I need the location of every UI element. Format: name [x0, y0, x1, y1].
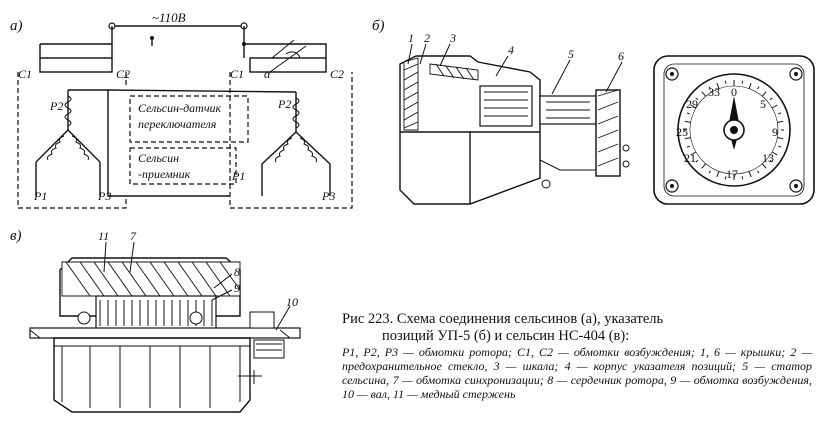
- callout-4: 4: [508, 43, 514, 57]
- dial-tick: [686, 145, 691, 148]
- dial-number-17: 17: [726, 167, 738, 181]
- dial-tick: [701, 91, 707, 97]
- callout-7: 7: [130, 229, 137, 243]
- panel-b-indicator: б) 1 2 3 4 5: [372, 18, 815, 205]
- receiver-label-line2: -приемник: [138, 167, 191, 181]
- dial-tick: [695, 159, 699, 163]
- dial-tick: [724, 80, 727, 84]
- dial-tick: [716, 171, 720, 178]
- dial-tick: [686, 112, 691, 115]
- dial-number-5: 5: [760, 97, 766, 111]
- dial-tick: [761, 163, 767, 169]
- dial-tick: [708, 86, 711, 90]
- dial-number-25: 25: [676, 125, 688, 139]
- dial-number-29: 29: [686, 97, 698, 111]
- dial-tick: [741, 80, 744, 84]
- panel-v-label: в): [10, 228, 22, 244]
- caption-title-line1: Рис 223. Схема соединения сельсинов (а),…: [342, 311, 664, 327]
- dial-tick: [708, 170, 711, 174]
- c2-left-label: С2: [116, 67, 130, 81]
- caption-title: Рис 223. Схема соединения сельсинов (а),…: [342, 311, 812, 345]
- dial-tick: [769, 97, 773, 101]
- p1-left-label: Р1: [33, 189, 47, 203]
- sender-label-line1: Сельсин-датчик: [138, 101, 222, 115]
- voltage-label: ~110В: [152, 10, 186, 25]
- dial-tick: [748, 82, 752, 89]
- callout-11: 11: [98, 229, 109, 243]
- receiver-label-line1: Сельсин: [138, 151, 179, 165]
- callout-5: 5: [568, 47, 574, 61]
- dial-tick: [777, 112, 782, 115]
- dial-number-0: 0: [731, 85, 737, 99]
- dial-tick: [777, 145, 782, 148]
- caption-title-line2: позиций УП-5 (б) и сельсин НС-404 (в):: [382, 328, 630, 344]
- caption-legend: Р1, Р2, Р3 — обмотки ротора; С1, С2 — об…: [342, 345, 812, 401]
- p1-right-label: Р1: [231, 169, 245, 183]
- panel-a-label: а): [10, 18, 23, 34]
- dial-tick: [777, 120, 784, 123]
- panel-a-schematic: а) ~110В С1 С2 С1 С2 α: [10, 10, 353, 209]
- callout-1: 1: [408, 31, 414, 45]
- dial-tick: [777, 137, 784, 140]
- rotor-windings-right: Р2 Р1 Р3: [107, 89, 335, 203]
- dial-tick: [748, 171, 752, 178]
- dial-tick: [684, 120, 691, 123]
- dial-tick: [761, 91, 767, 97]
- figure-caption: Рис 223. Схема соединения сельсинов (а),…: [342, 311, 812, 401]
- dial-tick: [684, 137, 691, 140]
- dial-number-21: 21: [684, 151, 696, 165]
- indicator-callouts: 1 2 3 4 5 6: [407, 31, 624, 95]
- dial-tick: [741, 176, 744, 180]
- dial-tick: [690, 151, 697, 156]
- dial-tick: [724, 176, 727, 180]
- p3-right-label: Р3: [321, 189, 335, 203]
- dial-tick: [769, 159, 773, 163]
- dial-number-33: 33: [708, 85, 720, 99]
- dial-tick-marks: [684, 80, 784, 180]
- dial-tick: [771, 104, 778, 109]
- alpha-label: α: [264, 67, 271, 81]
- rotor-windings-left: Р2 Р1 Р3: [33, 89, 230, 203]
- callout-2: 2: [424, 31, 430, 45]
- dial-tick: [716, 82, 720, 89]
- dial-number-9: 9: [772, 125, 778, 139]
- panel-v-selsyn-section: в) 11 7 8 9 10: [10, 228, 301, 413]
- dial-tick: [757, 86, 760, 90]
- sender-label-line2: переключателя: [138, 117, 217, 131]
- callout-3: 3: [449, 31, 456, 45]
- indicator-side-view: [399, 55, 630, 205]
- callout-9: 9: [234, 281, 240, 295]
- p2-right-label: Р2: [277, 97, 291, 111]
- c2-right-label: С2: [330, 67, 344, 81]
- dial-tick: [690, 104, 697, 109]
- c1-left-label: С1: [18, 67, 32, 81]
- p3-left-label: Р3: [97, 189, 111, 203]
- p2-left-label: Р2: [49, 99, 63, 113]
- dial-tick: [757, 170, 760, 174]
- callout-10: 10: [286, 295, 298, 309]
- dial-number-13: 13: [762, 151, 774, 165]
- c1-right-label: С1: [230, 67, 244, 81]
- dial-tick: [771, 151, 778, 156]
- dial-tick: [701, 163, 707, 169]
- callout-8: 8: [234, 265, 240, 279]
- indicator-dial-face: 33 0 29 5 25 9 21 13 17: [653, 55, 815, 205]
- dial-tick: [695, 97, 699, 101]
- panel-b-label: б): [372, 18, 385, 34]
- callout-6: 6: [618, 49, 624, 63]
